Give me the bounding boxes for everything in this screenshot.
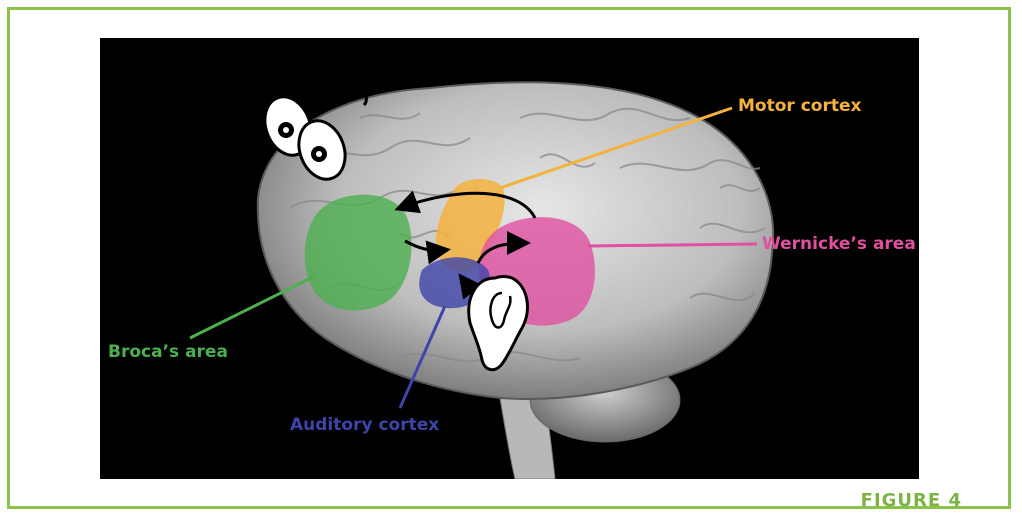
broca-area-label: Broca’s area	[108, 342, 228, 362]
motor-cortex-label: Motor cortex	[738, 96, 861, 116]
auditory-cortex-label: Auditory cortex	[290, 415, 439, 435]
figure-number: FIGURE 4	[861, 490, 962, 511]
wernicke-area-label: Wernicke’s area	[762, 234, 916, 254]
broca-region	[305, 195, 412, 311]
wernicke-leader-line	[588, 244, 757, 246]
